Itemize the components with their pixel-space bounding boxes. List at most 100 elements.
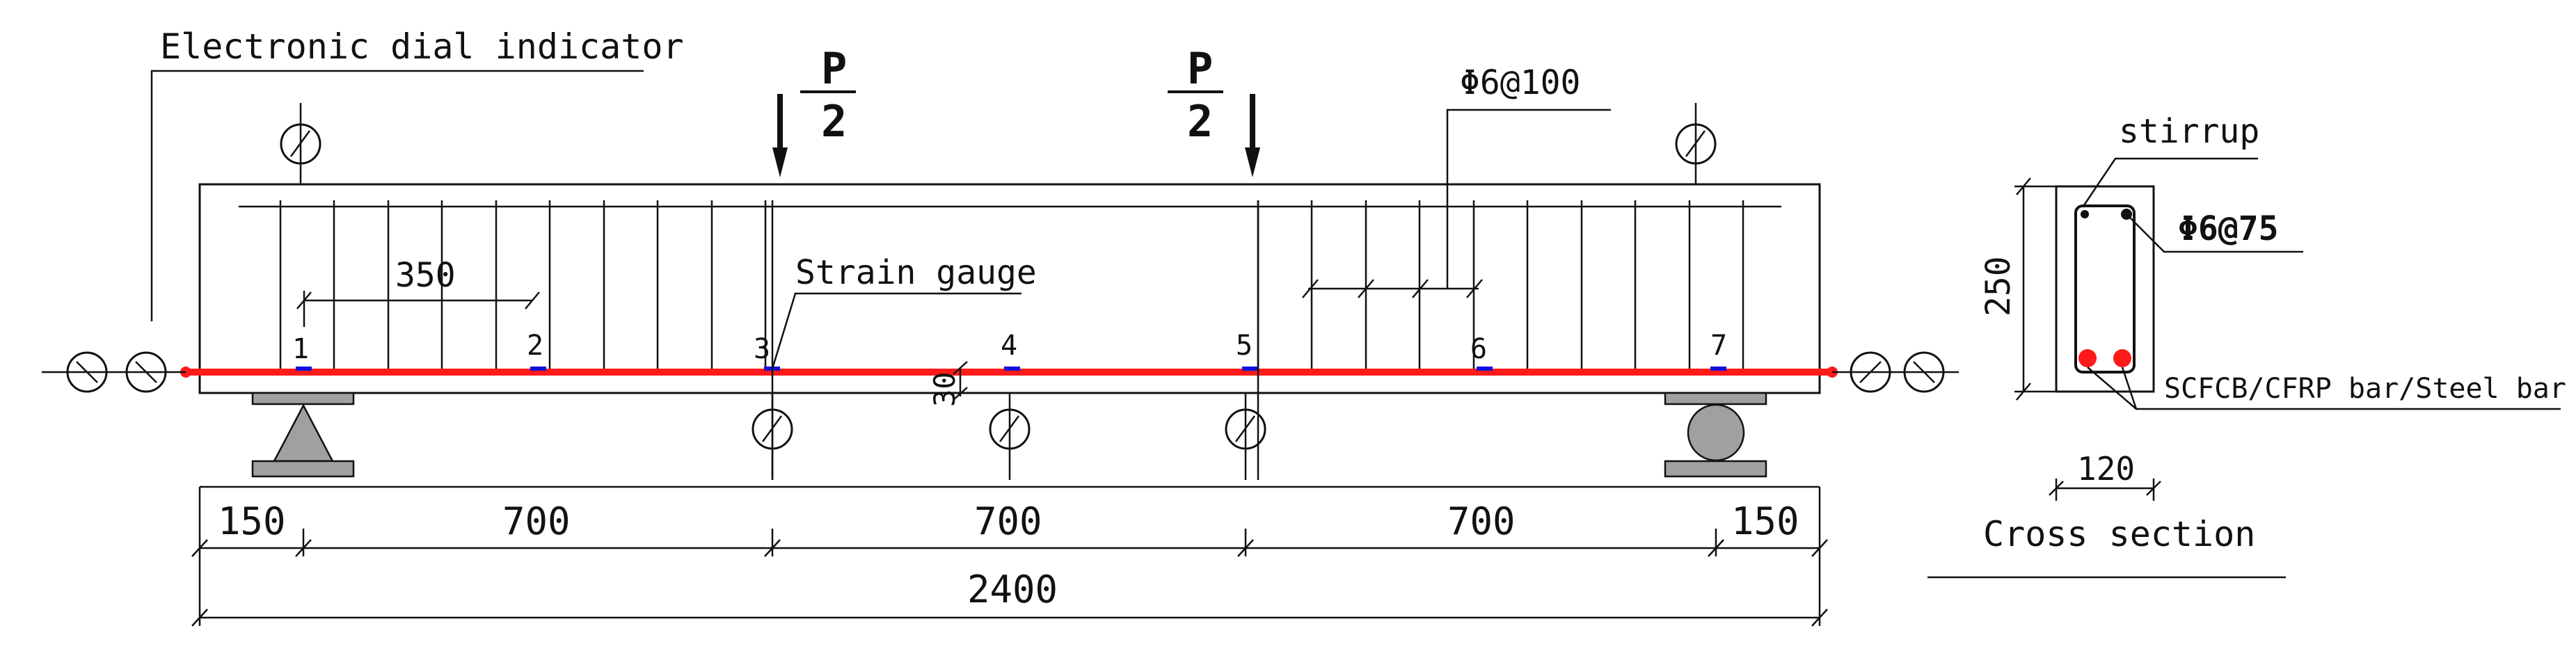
load-left-numerator: P: [821, 43, 847, 94]
dim-tick: [191, 539, 208, 557]
pin-support: [251, 392, 355, 478]
dim-tick: [1708, 539, 1724, 557]
dial-gauge-icon: [1850, 351, 1891, 393]
cross-section-title: Cross section: [1983, 514, 2255, 554]
dial-needle: [1685, 130, 1706, 157]
dial-indicator-bottom-3: [1225, 393, 1266, 480]
support-base: [1664, 460, 1767, 478]
dim-tick: [1358, 279, 1374, 298]
dial-gauge-icon: [280, 123, 321, 165]
load-left: P 2: [772, 43, 856, 177]
dim-tick: [2016, 383, 2031, 401]
dial-gauge-icon: [1903, 351, 1945, 393]
dim-tick: [2049, 481, 2064, 496]
dial-gauge-icon: [1675, 123, 1717, 165]
dim-segment-1: 150: [218, 499, 286, 543]
dial-gauge-icon: [66, 351, 108, 393]
gauge-number-1: 1: [292, 333, 309, 365]
bar-types-label: SCFCB/CFRP bar/Steel bar: [2164, 373, 2566, 405]
load-left-denominator: 2: [821, 96, 847, 147]
dim-total: 2400: [967, 568, 1058, 611]
dial-indicator-bottom-1: [752, 393, 793, 480]
stirrup-spec-beam-label: Φ6@100: [1460, 63, 1580, 102]
dial-needle: [1913, 361, 1935, 383]
gauge-number-6: 6: [1470, 333, 1487, 365]
stirrups-right: [1257, 200, 1744, 372]
dial-needle: [1234, 415, 1256, 442]
support-roller: [1687, 403, 1745, 462]
stirrup-spec-section-leader: [2126, 214, 2303, 253]
dim-tick: [2146, 481, 2161, 496]
dial-needle: [999, 415, 1020, 442]
bearing-plate: [251, 392, 355, 405]
bearing-plate: [1664, 392, 1767, 405]
dial-indicators-right-end: [1832, 351, 1959, 393]
gauge-number-5: 5: [1236, 330, 1253, 362]
dial-indicators-left-end: [42, 351, 186, 393]
dial-gauge-icon: [989, 408, 1031, 450]
gauge-number-4: 4: [1001, 330, 1017, 362]
support-triangle: [272, 403, 335, 463]
dim-tick: [1412, 279, 1429, 298]
dim-tick: [764, 539, 781, 557]
gauge-spacing-dimension: [296, 291, 540, 327]
top-bar-left: [2081, 210, 2089, 218]
load-right: P 2: [1168, 43, 1260, 177]
dim-tick: [2016, 177, 2031, 195]
dial-gauge-icon: [125, 351, 167, 393]
bottom-bar-left: [2078, 349, 2097, 367]
gauge-spacing-label: 350: [395, 256, 456, 295]
stirrup-leader: [2081, 157, 2258, 208]
roller-support: [1664, 392, 1767, 478]
gauge-number-2: 2: [527, 330, 543, 362]
stirrup-label: stirrup: [2119, 112, 2259, 151]
bar-types-leader-2: [2087, 367, 2137, 410]
cover-tick: [953, 387, 968, 401]
dial-gauge-icon: [1225, 408, 1266, 450]
dim-tick: [1302, 279, 1319, 298]
load-arrow-head: [1245, 147, 1260, 177]
section-height-label: 250: [1979, 256, 2018, 316]
bottom-bar-right: [2113, 349, 2131, 367]
load-right-denominator: 2: [1187, 96, 1213, 147]
dial-indicator-leader: [150, 70, 644, 321]
cross-section: [2055, 185, 2155, 393]
load-arrow-head: [772, 147, 788, 177]
span-dimensions: [191, 485, 1828, 627]
strain-gauge-label: Strain gauge: [795, 253, 1037, 292]
dial-gauge-icon: [752, 408, 793, 450]
stirrup-spec-section-label: Φ6@75: [2178, 209, 2279, 248]
dial-indicator-top-right: [1675, 103, 1717, 184]
dim-tick: [525, 291, 540, 310]
stirrup-spec-beam-leader: [1446, 109, 1611, 289]
dim-tick: [1466, 279, 1483, 298]
stirrups-left: [279, 200, 767, 372]
cover-tick: [953, 361, 968, 375]
dial-needle: [289, 130, 311, 157]
dim-tick: [1811, 609, 1828, 627]
dial-needle: [135, 361, 157, 383]
load-right-numerator: P: [1187, 43, 1213, 94]
support-base: [251, 460, 355, 478]
dim-tick: [295, 539, 312, 557]
dim-segment-4: 700: [1447, 499, 1516, 543]
dial-indicator-bottom-2: [989, 393, 1031, 480]
dial-needle: [76, 361, 98, 383]
dim-tick: [191, 609, 208, 627]
dial-needle: [1859, 361, 1882, 383]
gauge-number-7: 7: [1710, 330, 1727, 362]
strain-gauge-leader: [771, 292, 1021, 369]
dial-indicator-label: Electronic dial indicator: [160, 26, 684, 67]
dim-tick: [1237, 539, 1254, 557]
dial-indicator-top-left: [280, 103, 321, 184]
cover-label: 30: [928, 371, 962, 407]
section-width-label: 120: [2077, 450, 2135, 488]
dim-segment-5: 150: [1731, 499, 1799, 543]
dim-tick: [1811, 539, 1828, 557]
dial-needle: [761, 415, 783, 442]
dim-segment-3: 700: [974, 499, 1042, 543]
gauge-number-3: 3: [754, 333, 770, 365]
dim-segment-2: 700: [502, 499, 571, 543]
section-outline: [2055, 185, 2155, 393]
